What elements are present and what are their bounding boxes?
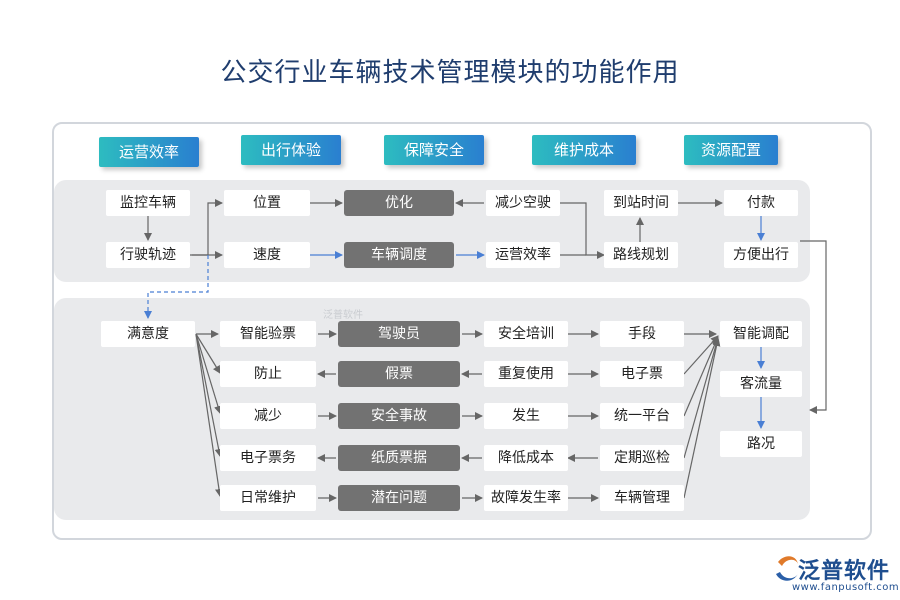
node-monitor-vehicle: 监控车辆 bbox=[106, 190, 190, 216]
node-route-plan: 路线规划 bbox=[604, 242, 678, 268]
node-paper-ticket: 纸质票据 bbox=[338, 445, 460, 471]
node-fake-ticket: 假票 bbox=[338, 361, 460, 387]
node-track: 行驶轨迹 bbox=[106, 242, 190, 268]
node-regular-inspection: 定期巡检 bbox=[600, 445, 684, 471]
category-operation-efficiency: 运营效率 bbox=[99, 137, 199, 167]
node-convenient-travel: 方便出行 bbox=[724, 242, 798, 268]
node-means: 手段 bbox=[600, 321, 684, 347]
node-potential-issue: 潜在问题 bbox=[338, 485, 460, 511]
node-e-ticket: 电子票 bbox=[600, 361, 684, 387]
node-satisfaction: 满意度 bbox=[101, 321, 195, 347]
node-position: 位置 bbox=[224, 190, 310, 216]
logo-url: www.fanpusoft.com bbox=[792, 582, 900, 593]
node-vehicle-management: 车辆管理 bbox=[600, 485, 684, 511]
node-safety-training: 安全培训 bbox=[484, 321, 568, 347]
node-vehicle-dispatch: 车辆调度 bbox=[344, 242, 454, 268]
watermark: 泛普软件 bbox=[323, 310, 363, 321]
category-resource-allocation: 资源配置 bbox=[684, 135, 778, 165]
node-road-condition: 路况 bbox=[720, 431, 802, 457]
node-lower-cost: 降低成本 bbox=[484, 445, 568, 471]
node-arrival-time: 到站时间 bbox=[604, 190, 678, 216]
node-smart-allocation: 智能调配 bbox=[720, 321, 802, 347]
node-safety-accident: 安全事故 bbox=[338, 403, 460, 429]
node-reuse: 重复使用 bbox=[484, 361, 568, 387]
node-driver: 驾驶员 bbox=[338, 321, 460, 347]
logo-name: 泛普软件 bbox=[798, 559, 891, 584]
node-passenger-flow: 客流量 bbox=[720, 371, 802, 397]
category-safety: 保障安全 bbox=[384, 135, 484, 165]
node-reduce-empty: 减少空驶 bbox=[486, 190, 560, 216]
page-title: 公交行业车辆技术管理模块的功能作用 bbox=[220, 58, 680, 88]
node-optimize: 优化 bbox=[344, 190, 454, 216]
node-op-efficiency: 运营效率 bbox=[486, 242, 560, 268]
category-maintenance-cost: 维护成本 bbox=[532, 135, 636, 165]
fanpu-logo-icon bbox=[776, 556, 798, 581]
node-failure-rate: 故障发生率 bbox=[484, 485, 568, 511]
node-e-ticketing: 电子票务 bbox=[220, 445, 316, 471]
node-smart-ticket-check: 智能验票 bbox=[220, 321, 316, 347]
category-travel-experience: 出行体验 bbox=[241, 135, 341, 165]
node-prevent: 防止 bbox=[220, 361, 316, 387]
node-daily-maintenance: 日常维护 bbox=[220, 485, 316, 511]
node-occur: 发生 bbox=[484, 403, 568, 429]
node-reduce: 减少 bbox=[220, 403, 316, 429]
node-payment: 付款 bbox=[724, 190, 798, 216]
node-unified-platform: 统一平台 bbox=[600, 403, 684, 429]
node-speed: 速度 bbox=[224, 242, 310, 268]
